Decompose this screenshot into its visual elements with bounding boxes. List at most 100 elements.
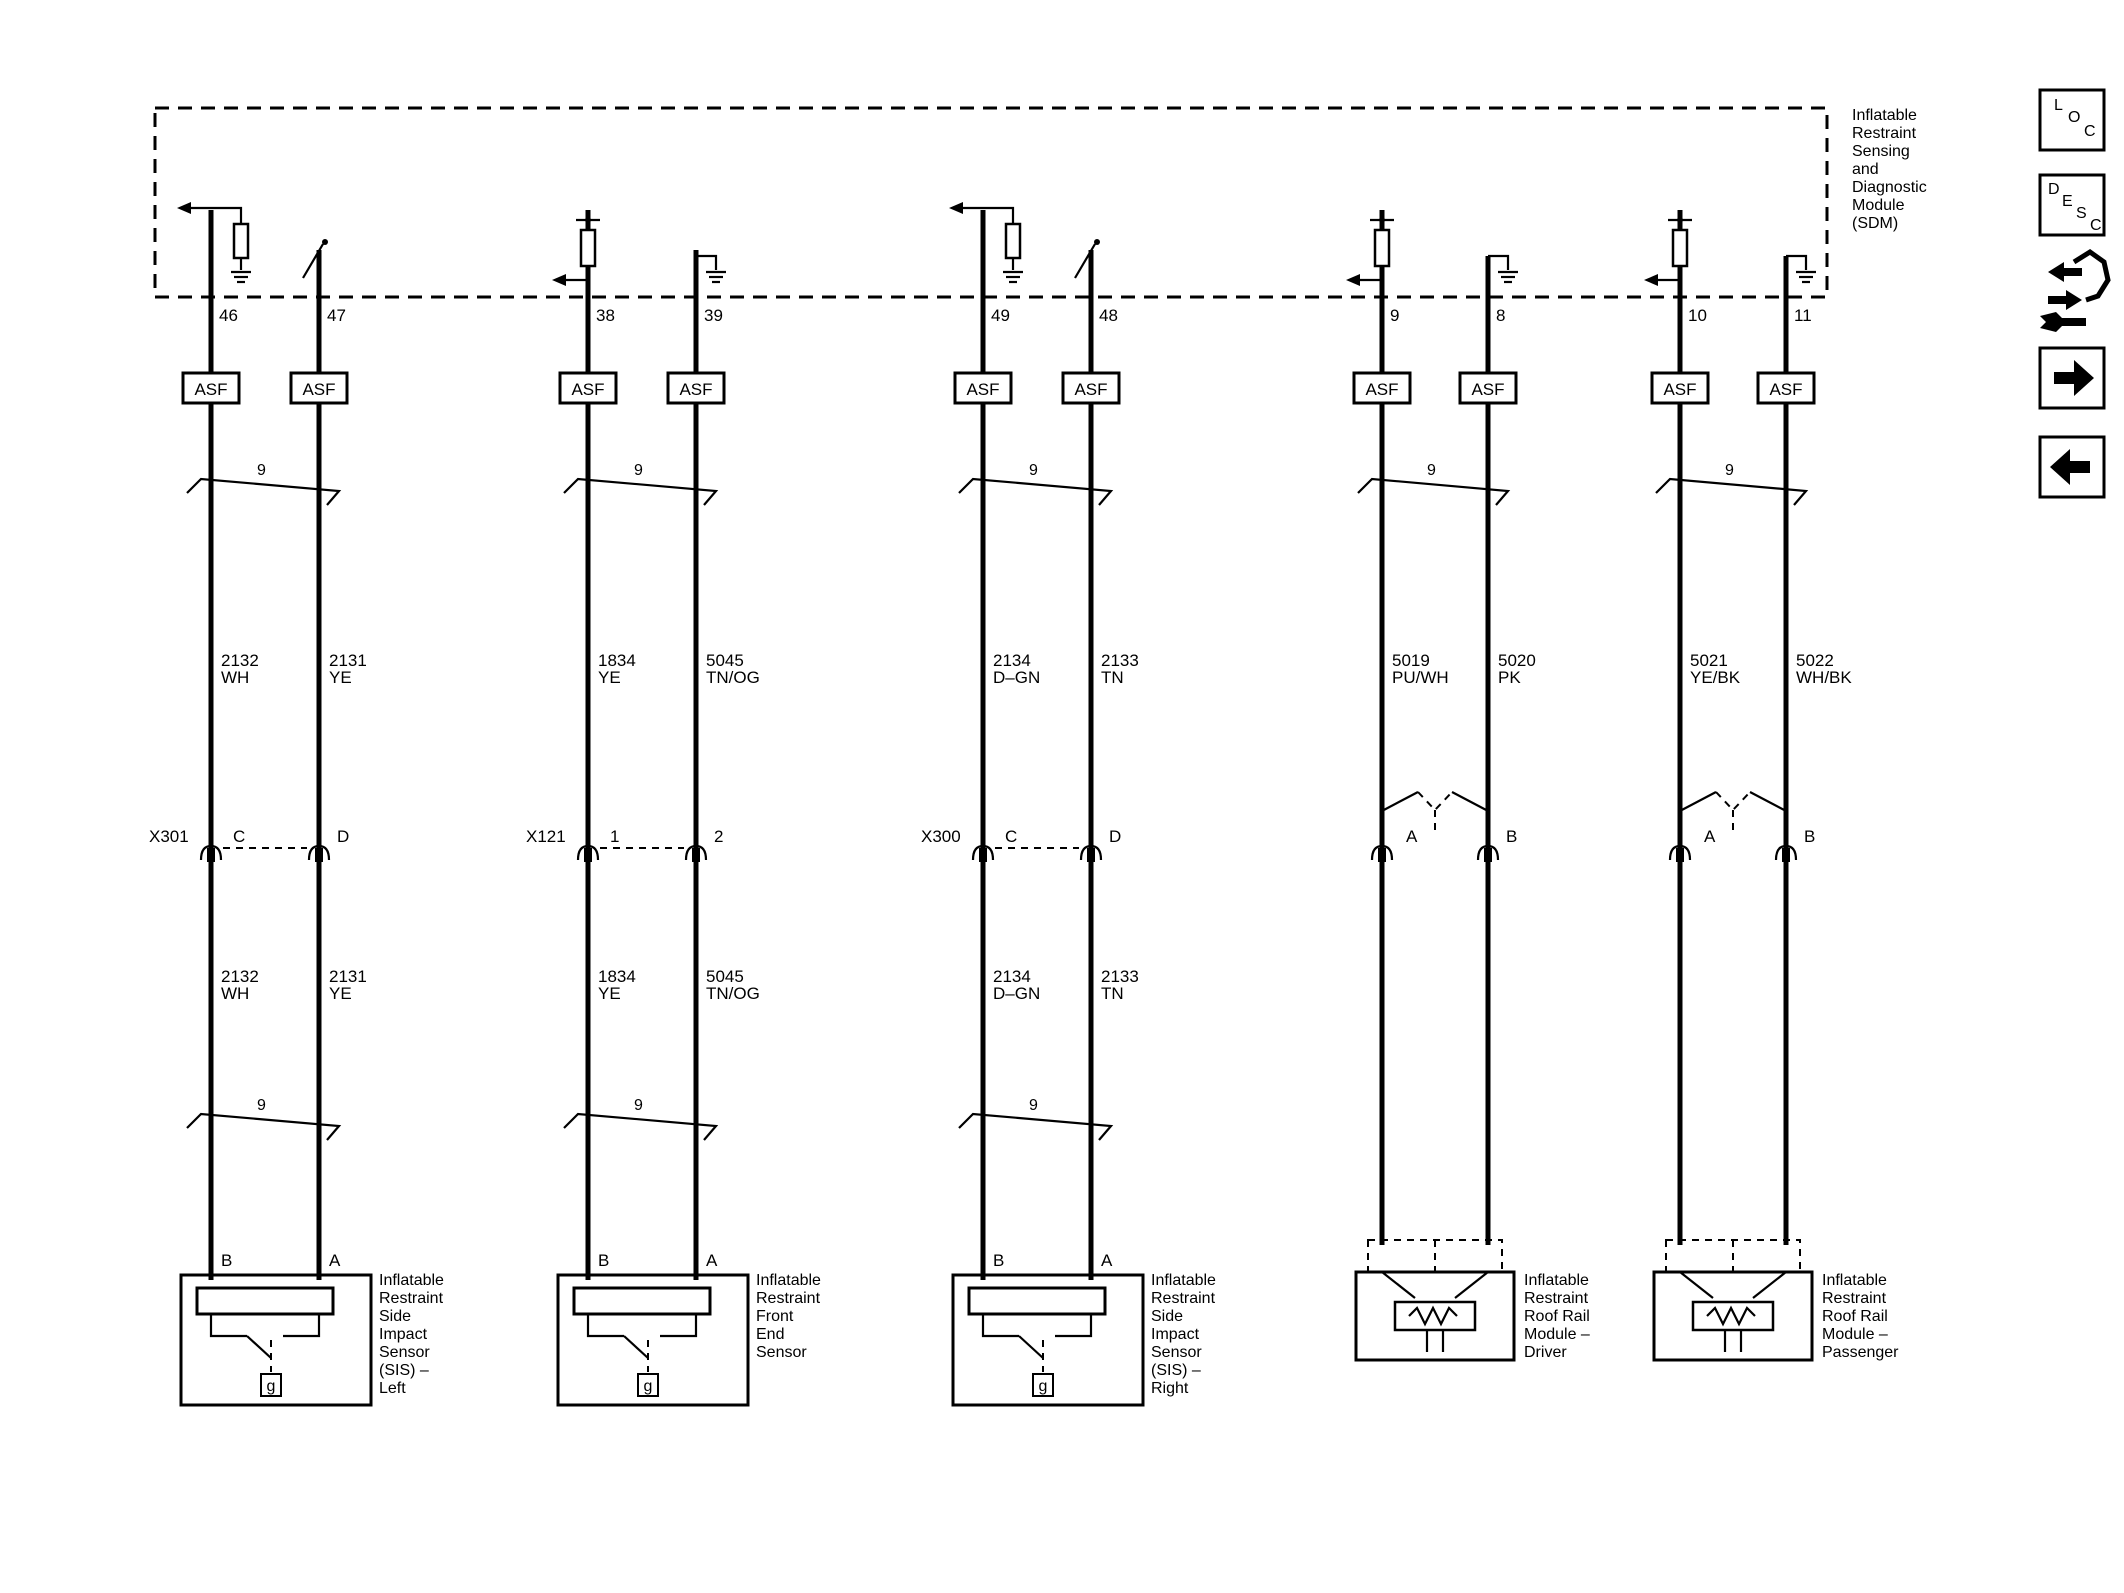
sensor-glyph-box [260,1373,282,1397]
device-label-line: (SIS) – [1151,1362,1201,1379]
device-pin: B [993,1251,1004,1270]
device-pin: A [329,1251,341,1270]
device-label-line: Impact [379,1326,428,1343]
sdm-pin-number: 10 [1688,306,1707,325]
module-contact [1752,1271,1787,1299]
device-label-line: Left [379,1380,406,1397]
fuse-box [666,371,726,405]
description-button-frame [2038,173,2106,237]
fuse-label: ASF [966,380,999,399]
sensor-internal-line [209,1314,247,1338]
device-label-line: Restraint [1822,1290,1887,1307]
module-contact [1454,1271,1489,1299]
contact-link [1417,791,1453,812]
wire-label-line: 2134 [993,651,1031,670]
sensor-element [572,1286,712,1316]
sdm-pin-number: 49 [991,306,1010,325]
fuse-label: ASF [571,380,604,399]
description-button[interactable]: DESC [2038,173,2106,237]
sensor-switch [623,1335,649,1359]
resistor-icon [232,222,250,260]
location-button[interactable]: LOC [2038,88,2106,152]
connector-pin: C [1005,827,1017,846]
sensor-glyph: g [1039,1378,1048,1395]
device-label-line: Restraint [379,1290,444,1307]
device-pin: B [598,1251,609,1270]
device-label-line: Module – [1524,1326,1590,1343]
sensor-glyph: g [644,1378,653,1395]
connector-tools-button[interactable] [2040,248,2111,332]
wire-label-line: 5021 [1690,651,1728,670]
contact-icon [1379,791,1419,813]
arrow-left-icon [177,202,191,214]
device-label-line: Sensor [379,1344,430,1361]
wire-label-line: 2134 [993,967,1031,986]
sensor-switch [246,1335,272,1359]
sensor-element [195,1286,335,1316]
sdm-dashed-box [153,106,1829,299]
wire-label-line: 2131 [329,651,367,670]
squib-icon [1393,1300,1477,1332]
device-label-line: Roof Rail [1524,1308,1590,1325]
sdm-module-label-line: Module [1852,197,1905,214]
shield-label: 9 [257,462,266,479]
fuse-label: ASF [1074,380,1107,399]
wire-label-line: D–GN [993,668,1040,687]
device-label-line: Sensor [756,1344,807,1361]
description-button-label: DESC [2048,181,2102,234]
previous-page-button[interactable] [2038,435,2106,499]
sensor-glyph-box [1032,1373,1054,1397]
sensor-device-box [556,1273,750,1407]
wire-label-line: WH/BK [1796,668,1852,687]
device-label-line: Side [1151,1308,1183,1325]
fuse-label: ASF [1365,380,1398,399]
fuse-label: ASF [1471,380,1504,399]
fuse-box [1650,371,1710,405]
resistor-icon [1004,222,1022,260]
shield-line [563,477,719,506]
device-label-line: Inflatable [756,1272,821,1289]
description-letter: D [2048,181,2060,198]
sensor-internal-line [586,1314,624,1338]
sdm-pin-number: 11 [1794,306,1812,325]
terminal-pin [1782,848,1790,862]
terminal-icon [684,844,708,861]
fuse-box [181,371,241,405]
device-label-line: Restraint [756,1290,821,1307]
terminal-icon [576,844,600,861]
fuse-box [1061,371,1121,405]
sensor-internal-line [283,1314,321,1338]
shield-line [1655,477,1809,506]
sdm-internal-line [187,206,243,224]
device-label-line: Inflatable [1151,1272,1216,1289]
sdm-module-label-line: Diagnostic [1852,179,1927,196]
terminal-pin [1378,848,1386,862]
sdm-pin-number: 47 [327,306,346,325]
sensor-device-box [179,1273,373,1407]
wire-label-line: 5019 [1392,651,1430,670]
shield-label: 9 [634,1097,643,1114]
shield-label: 9 [1725,462,1734,479]
roof-rail-module-box [1652,1270,1814,1362]
resistor-icon [1671,228,1689,268]
device-label-line: (SIS) – [379,1362,429,1379]
description-letter: C [2090,217,2102,234]
fuse-label: ASF [1663,380,1696,399]
terminal-pin [692,848,700,862]
fuse-box [558,371,618,405]
next-page-button[interactable] [2038,346,2106,410]
